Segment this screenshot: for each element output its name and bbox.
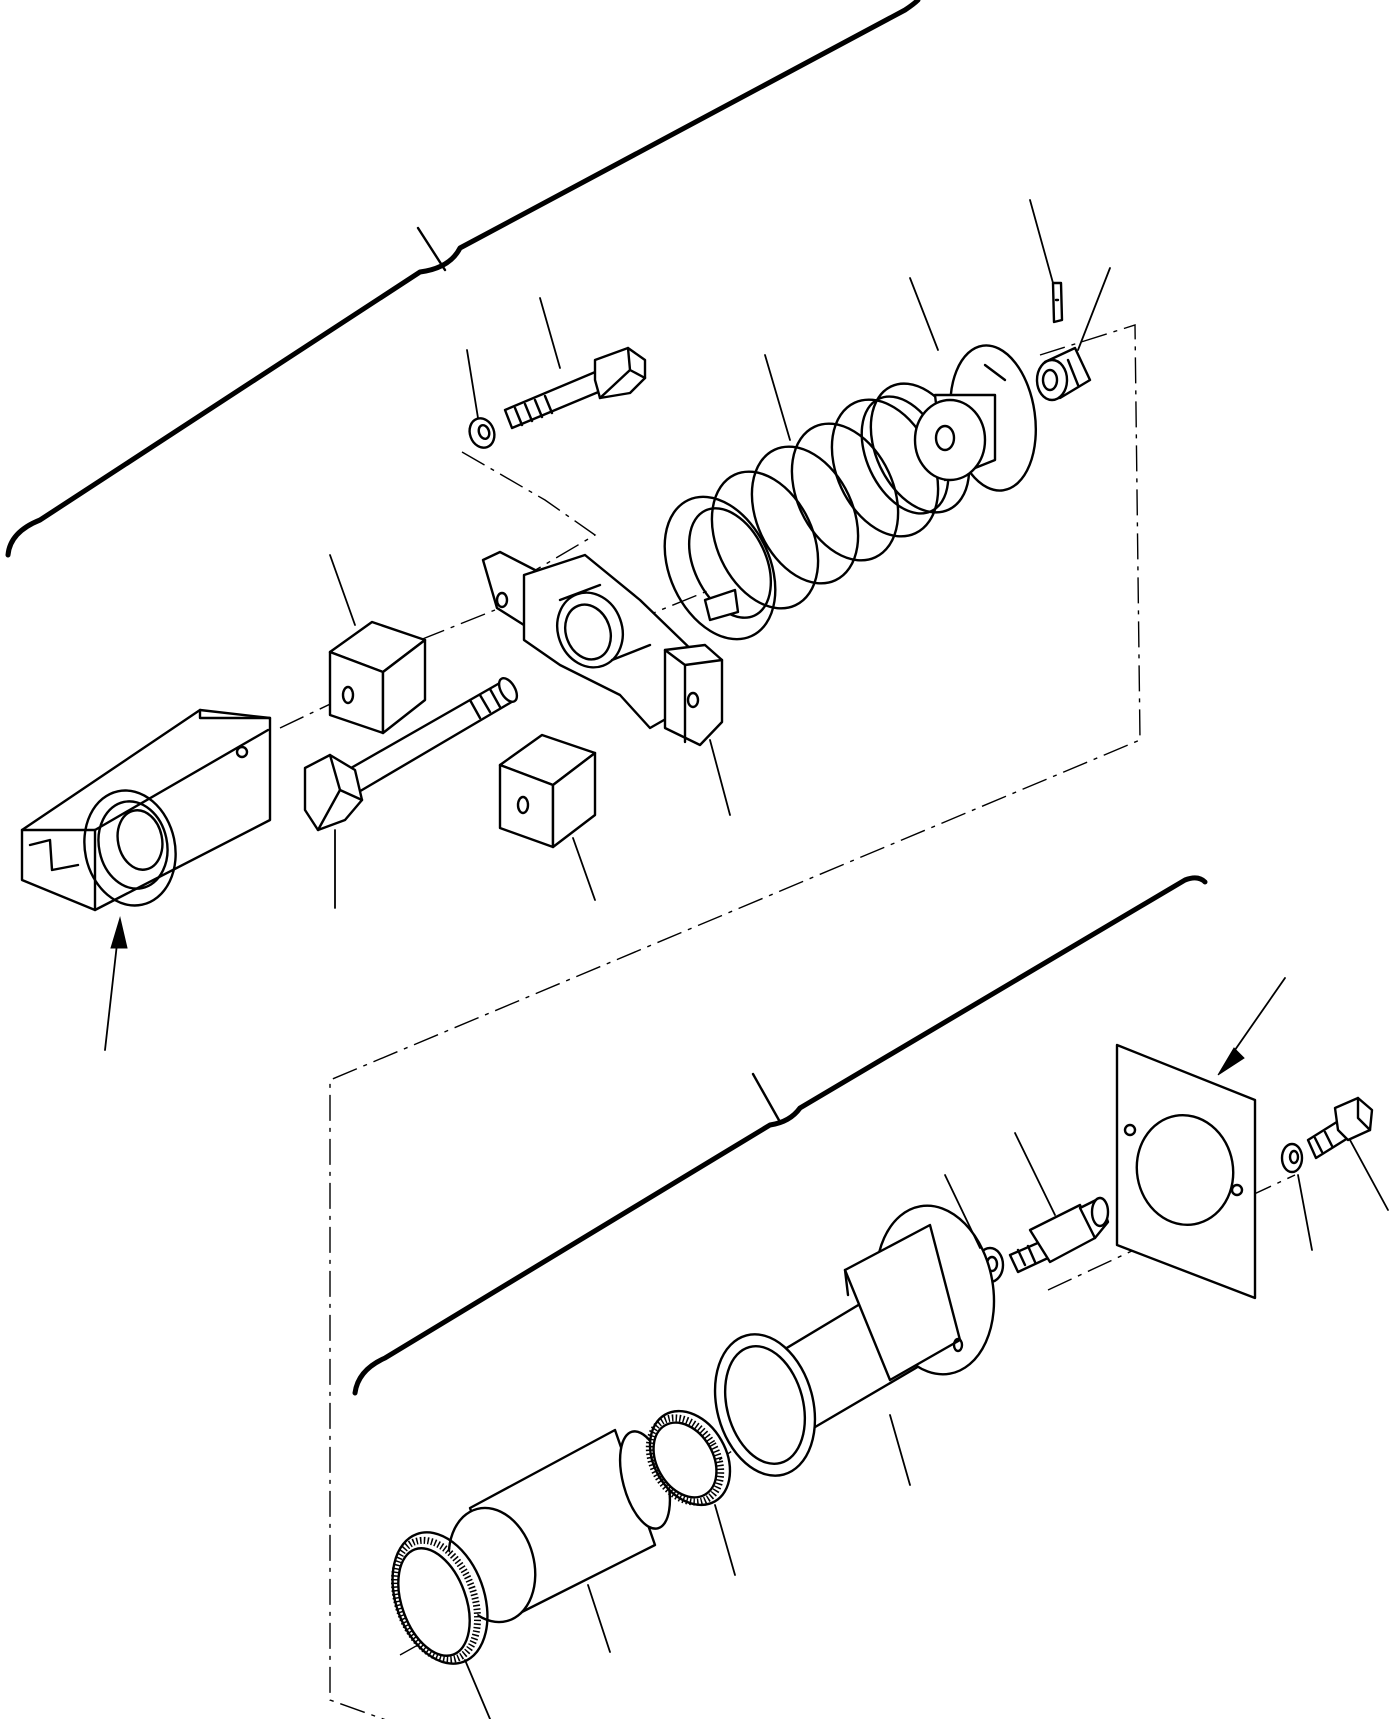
lock-washer-upper	[466, 415, 499, 451]
leader-lines	[330, 200, 1388, 1719]
long-bolt	[305, 675, 521, 830]
spacer-block-lower	[500, 735, 595, 847]
plate-washer	[1282, 1144, 1302, 1172]
plate-bolt	[1308, 1098, 1372, 1158]
track-frame-upper	[8, 0, 918, 555]
leader-cotter-pin	[1030, 200, 1053, 283]
leader-housing	[890, 1415, 910, 1485]
leader-spacer-lower	[573, 838, 595, 900]
leader-spring	[765, 355, 790, 440]
leader-valve-washer	[945, 1175, 980, 1248]
assembly-lines	[280, 325, 1295, 1719]
seal-ring-small	[634, 1397, 746, 1520]
short-bolt	[505, 348, 645, 428]
track-frame-lower	[355, 878, 1205, 1393]
spring-bracket	[483, 552, 722, 745]
leader-piston	[588, 1585, 610, 1652]
leader-castle-nut	[1078, 268, 1110, 350]
leader-short-bolt	[540, 298, 560, 368]
idler-yoke	[22, 710, 270, 914]
leader-lock-washer	[467, 350, 478, 418]
reference-arrow-plate	[1218, 978, 1285, 1075]
reference-arrow-yoke	[105, 918, 127, 1050]
leader-bracket	[710, 740, 730, 815]
seal-ring-large	[375, 1519, 504, 1677]
castle-nut	[1037, 348, 1090, 400]
grease-valve	[1010, 1198, 1108, 1272]
leader-spacer-upper	[330, 555, 355, 625]
leader-retainer	[910, 278, 938, 350]
cotter-pin	[1053, 283, 1062, 322]
leader-plate-bolt	[1350, 1140, 1388, 1210]
leader-plate-washer	[1298, 1175, 1312, 1250]
cylinder-housing	[700, 1196, 1007, 1487]
spring-retainer	[915, 340, 1045, 496]
cover-plate	[1117, 1045, 1255, 1298]
leader-seal-large	[465, 1660, 490, 1719]
leader-seal-small	[715, 1505, 735, 1575]
spacer-block-upper	[330, 622, 425, 733]
leader-grease-valve	[1015, 1133, 1055, 1215]
